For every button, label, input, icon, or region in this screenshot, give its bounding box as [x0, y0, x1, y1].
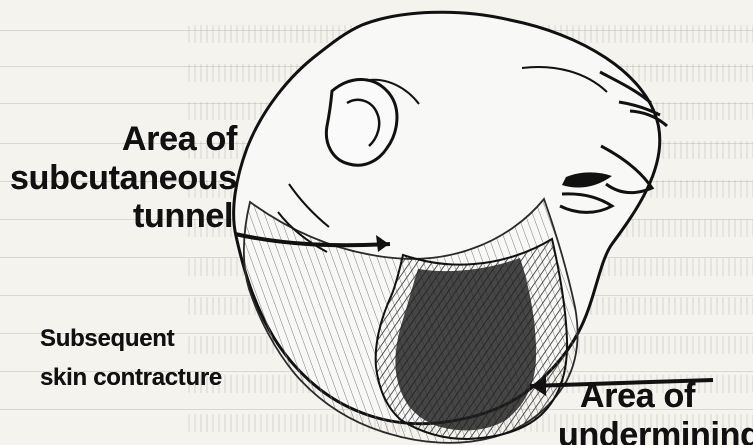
label-skin-contracture: skin contracture [40, 366, 222, 390]
label-area-of-top: Area of [122, 122, 237, 156]
label-area-of-bottom: Area of [580, 379, 695, 413]
label-subcutaneous: subcutaneous [10, 161, 237, 195]
label-tunnel: tunnel [133, 199, 233, 233]
undermining-core-area [395, 258, 536, 430]
label-subsequent: Subsequent [40, 327, 174, 351]
label-undermining: undermining [558, 418, 753, 445]
